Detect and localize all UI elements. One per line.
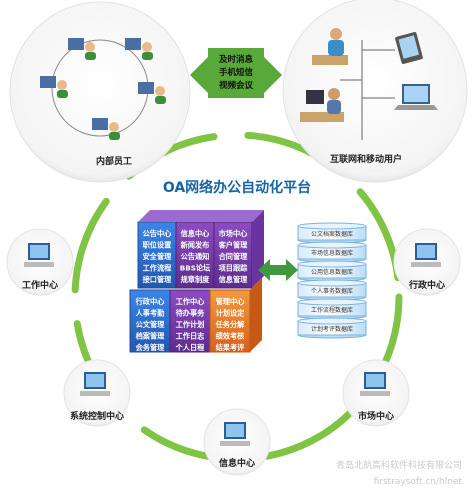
cube-item: 任务分解 — [215, 320, 246, 329]
database-cylinder: 计划考评数据库 — [297, 317, 367, 339]
cube-item: 管理中心 — [216, 297, 246, 306]
database-cylinder: 公用信息数据库 — [297, 260, 367, 282]
node-system-control: 系统控制中心 — [63, 359, 131, 427]
communication-arrow: 及时消息 手机短信 视频会议 — [190, 48, 282, 98]
cube-item: 会务管理 — [136, 343, 166, 352]
cube-item: 安全管理 — [143, 252, 173, 261]
cube-cell — [129, 289, 171, 353]
cube-item: 待办事务 — [176, 309, 206, 318]
laptop-icon — [394, 84, 438, 110]
cube-item: 规章制度 — [180, 275, 211, 284]
main-ring — [71, 131, 403, 463]
database-label: 公文档案数据库 — [311, 230, 353, 238]
cube-item: 人事考勤 — [136, 309, 165, 318]
cube-cell — [213, 221, 253, 289]
database-label: 工作流程数据库 — [311, 306, 353, 314]
cube-item: 项目跟踪 — [219, 264, 249, 273]
cube-db-arrow — [258, 259, 298, 281]
cube-item: 工作计划 — [176, 320, 205, 329]
cube-cell — [137, 221, 177, 289]
system-control-label: 系统控制中心 — [70, 410, 124, 422]
cube-item: 合同管理 — [218, 252, 249, 261]
cube-item: 计划设定 — [216, 309, 246, 318]
arrow-line-1: 及时消息 — [219, 54, 254, 65]
database-stack: 公文档案数据库市场信息数据库公用信息数据库个人事务数据库工作流程数据库计划考评数… — [297, 222, 367, 339]
database-label: 个人事务数据库 — [311, 287, 353, 295]
cube-item: 绩效考核 — [216, 332, 246, 341]
desk-worker-icon — [300, 88, 344, 122]
arrow-line-2: 手机短信 — [219, 67, 254, 78]
database-cylinder: 工作流程数据库 — [297, 298, 367, 320]
database-label: 计划考评数据库 — [311, 325, 353, 333]
platform-title: OA网络办公自动化平台 — [163, 179, 311, 196]
cube-item: 新闻发布 — [181, 241, 210, 250]
database-cylinder: 市场信息数据库 — [297, 241, 367, 263]
node-admin-center: 行政中心 — [393, 228, 461, 296]
cube-item: 公告通知 — [181, 252, 210, 261]
cube-item: 公文管理 — [136, 320, 166, 329]
cube-item: BBS论坛 — [180, 264, 211, 273]
cube-item: 工作日志 — [176, 332, 205, 341]
cube-top-face — [138, 210, 264, 222]
cube-item: 个人日程 — [175, 343, 206, 352]
cube-item: 公告中心 — [143, 229, 173, 238]
node-market-center: 市场中心 — [342, 359, 410, 427]
watermark-company: 青岛北航高科软件科技有限公司 — [336, 459, 462, 471]
cube-item: 市场中心 — [219, 229, 249, 238]
cube-item: 信息管理 — [219, 275, 249, 284]
database-cylinder: 公文档案数据库 — [297, 222, 367, 244]
cube-item: 档案管理 — [135, 332, 166, 341]
database-label: 市场信息数据库 — [311, 249, 353, 257]
database-label: 公用信息数据库 — [311, 268, 353, 276]
work-center-label: 工作中心 — [22, 279, 58, 291]
cube-side-top — [252, 210, 264, 288]
internet-users-label: 互联网和移动用户 — [330, 153, 402, 165]
market-center-label: 市场中心 — [358, 410, 394, 422]
office-worker-icon — [312, 28, 348, 65]
internal-staff-label: 内部员工 — [96, 155, 132, 167]
cube-side-bottom — [250, 278, 262, 352]
node-info-center: 信息中心 — [203, 408, 271, 476]
node-work-center: 工作中心 — [6, 228, 74, 296]
tablet-icon — [395, 32, 423, 64]
cube-item: 信息中心 — [181, 229, 211, 238]
cube-item: 客户管理 — [218, 241, 249, 250]
admin-center-label: 行政中心 — [408, 279, 445, 291]
cube-item: 接口管理 — [143, 275, 173, 284]
internet-users-bubble: 互联网和移动用户 — [282, 0, 468, 183]
cube-item: 结果考评 — [215, 343, 246, 352]
cube-item: 职位设置 — [143, 241, 172, 250]
cube-item: 行政中心 — [135, 297, 166, 306]
info-center-label: 信息中心 — [219, 457, 255, 469]
cube-cell — [169, 289, 211, 353]
watermark-url: firstraysoft.cn/hlnet — [374, 477, 463, 487]
cube-item: 工作流程 — [143, 264, 173, 273]
cube-cell — [175, 221, 215, 289]
internal-staff-bubble: 内部员工 — [9, 1, 191, 183]
cube-item: 工作中心 — [176, 297, 206, 306]
arrow-line-3: 视频会议 — [219, 80, 254, 91]
staff-pc-icons — [40, 38, 166, 140]
database-cylinder: 个人事务数据库 — [297, 279, 367, 301]
